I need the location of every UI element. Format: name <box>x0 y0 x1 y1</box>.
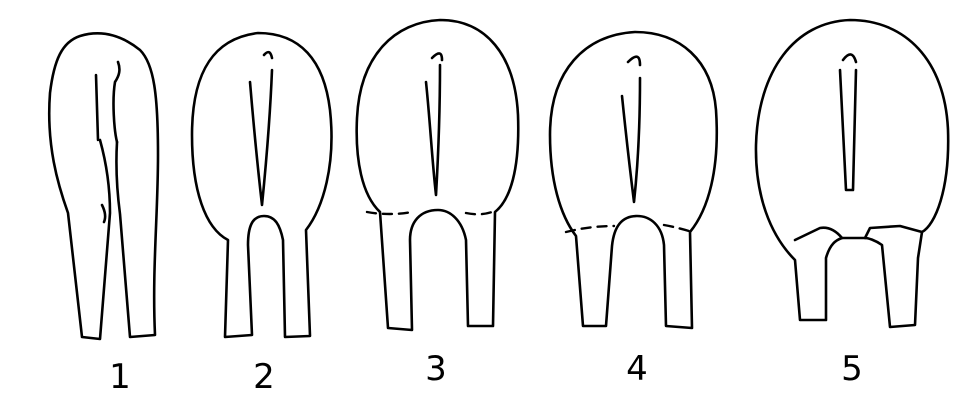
figure-5: 5 <box>756 20 948 389</box>
figure-2-label: 2 <box>253 357 275 397</box>
figure-5-label: 5 <box>841 349 863 389</box>
figure-1-outline <box>49 33 158 339</box>
figure-1-label: 1 <box>109 357 131 397</box>
figure-2: 2 <box>192 33 331 397</box>
figure-4-label: 4 <box>626 349 648 389</box>
figure-4: 4 <box>550 32 717 389</box>
figure-3: 3 <box>357 20 519 389</box>
figure-2-outline <box>192 33 331 337</box>
figure-5-outline <box>756 20 948 327</box>
figure-3-outline <box>357 20 519 330</box>
figure-4-outline <box>550 32 717 328</box>
figure-3-label: 3 <box>425 349 447 389</box>
figure-1: 1 <box>49 33 158 397</box>
